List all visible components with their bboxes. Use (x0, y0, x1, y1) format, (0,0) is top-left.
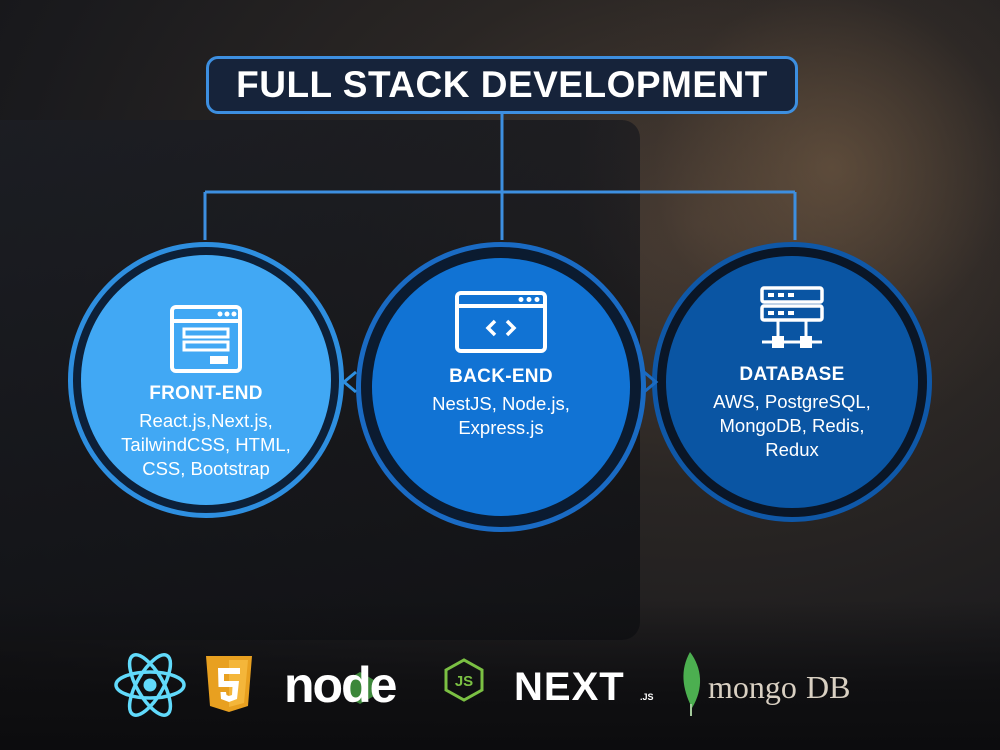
database-circle: DATABASE AWS, PostgreSQL, MongoDB, Redis… (666, 256, 918, 508)
tech-logos-row: node JS NEXT .JS mongo DB (0, 640, 1000, 730)
web-form-icon (170, 305, 242, 373)
front-end-line: React.js,Next.js, (139, 410, 273, 431)
next-js-suffix: .JS (640, 692, 654, 702)
html5-logo-icon (204, 654, 254, 719)
front-end-node: FRONT-END React.js,Next.js, TailwindCSS,… (68, 242, 344, 518)
back-end-title: BACK-END (449, 366, 553, 387)
front-end-circle: FRONT-END React.js,Next.js, TailwindCSS,… (81, 255, 331, 505)
db-wordmark: DB (806, 669, 850, 705)
code-window-icon (455, 288, 547, 356)
front-end-line: TailwindCSS, HTML, (121, 434, 291, 455)
page-title: FULL STACK DEVELOPMENT (236, 64, 768, 105)
database-line: AWS, PostgreSQL, (713, 391, 871, 412)
mongodb-leaf-icon (683, 652, 701, 708)
chevron-left-icon (341, 370, 357, 394)
server-rack-icon (758, 286, 826, 354)
node-wordmark: node (284, 657, 397, 713)
front-end-line: CSS, Bootstrap (142, 458, 270, 479)
mongo-wordmark: mongo (708, 669, 797, 705)
database-tech-list: AWS, PostgreSQL, MongoDB, Redis, Redux (692, 390, 892, 462)
nodejs-logo: node JS (284, 650, 494, 720)
back-end-node: BACK-END NestJS, Node.js, Express.js (356, 242, 646, 532)
react-logo-icon (112, 650, 188, 725)
front-end-tech-list: React.js,Next.js, TailwindCSS, HTML, CSS… (106, 409, 306, 481)
node-js-badge: JS (455, 673, 473, 690)
database-node: DATABASE AWS, PostgreSQL, MongoDB, Redis… (652, 242, 932, 522)
database-title: DATABASE (739, 364, 845, 385)
mongodb-logo: mongo DB (678, 648, 878, 724)
back-end-line: Express.js (458, 417, 544, 438)
nextjs-logo: NEXT .JS (514, 660, 664, 710)
back-end-tech-list: NestJS, Node.js, Express.js (401, 392, 601, 440)
database-line: MongoDB, Redis, (719, 415, 865, 436)
front-end-title: FRONT-END (149, 383, 263, 404)
back-end-line: NestJS, Node.js, (432, 393, 570, 414)
next-wordmark: NEXT (514, 665, 625, 709)
chevron-right-icon (643, 370, 659, 394)
database-line: Redux (765, 439, 819, 460)
title-box: FULL STACK DEVELOPMENT (206, 56, 798, 114)
back-end-circle: BACK-END NestJS, Node.js, Express.js (372, 258, 630, 516)
